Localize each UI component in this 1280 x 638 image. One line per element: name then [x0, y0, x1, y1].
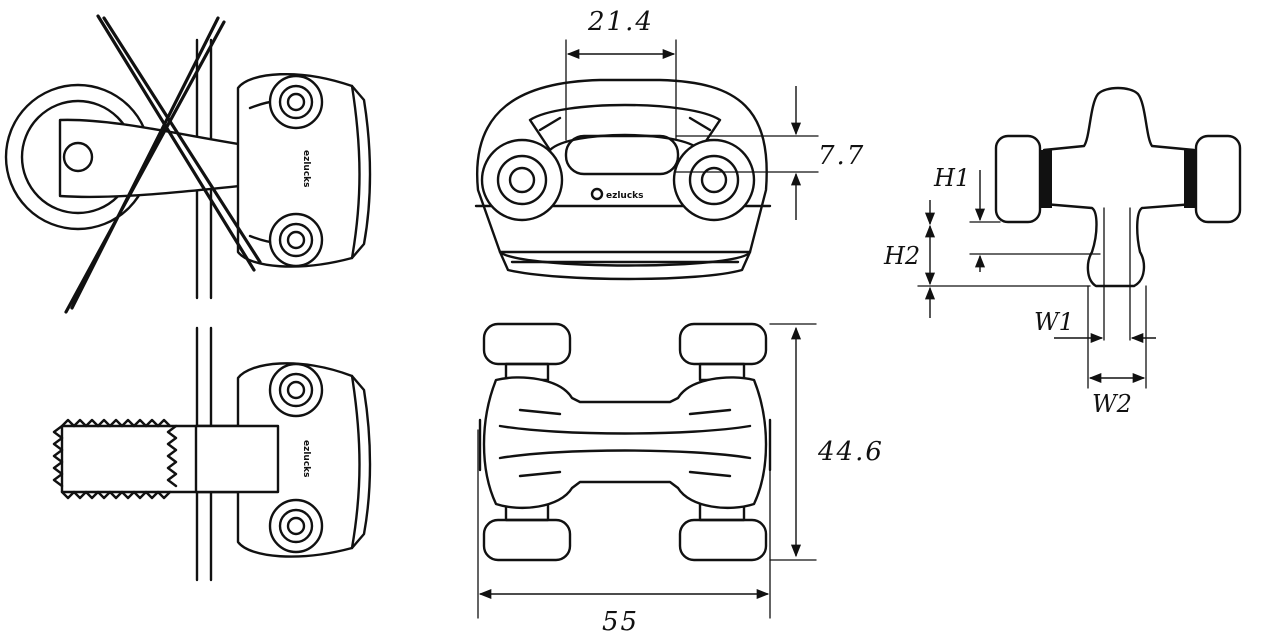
dimension-top-height: 7.7 [675, 86, 865, 220]
dimension-w1: W1 [1034, 308, 1156, 344]
dimension-bottom-width: 55 [477, 429, 771, 637]
brand-logo-text: ezlucks [301, 150, 311, 188]
dimension-h2: H2 [883, 200, 1091, 318]
dimension-label-44-6: 44.6 [817, 437, 884, 467]
cross-out-x [64, 14, 262, 314]
dimension-label-h1: H1 [933, 164, 970, 192]
dimension-label-21-4: 21.4 [587, 7, 654, 37]
dimension-label-w1: W1 [1034, 308, 1074, 336]
car-side-view-bottom: ezlucks [194, 362, 372, 558]
car-side-view-top: ezlucks [236, 73, 372, 268]
dimension-label-w2: W2 [1092, 390, 1132, 418]
cross-section-view [994, 86, 1242, 389]
dimension-label-55: 55 [602, 607, 639, 637]
brand-logo-front: ezlucks [606, 191, 644, 201]
incorrect-usage-view: ezlucks [4, 14, 372, 314]
car-top-view [478, 322, 772, 562]
brand-logo-text-lower: ezlucks [301, 440, 311, 478]
dimension-label-7-7: 7.7 [818, 141, 865, 171]
dimension-label-h2: H2 [883, 242, 920, 270]
dimension-w2: W2 [1088, 372, 1146, 418]
car-front-view: ezlucks [474, 78, 772, 281]
correct-usage-view: ezlucks [52, 326, 372, 582]
dimension-top-width: 21.4 [565, 7, 677, 141]
dimension-bottom-height: 44.6 [769, 323, 884, 561]
dimension-h1: H1 [933, 164, 1101, 272]
